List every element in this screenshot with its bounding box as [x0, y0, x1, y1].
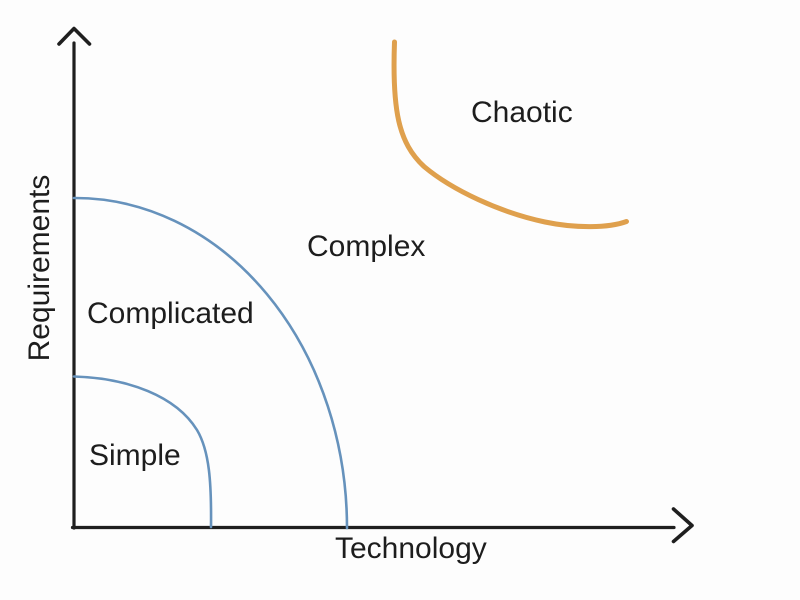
x-axis-arrowhead-icon [671, 507, 694, 544]
region-label-simple: Simple [89, 439, 181, 472]
region-label-complex: Complex [307, 230, 426, 263]
simple-complicated-boundary-arc [72, 375, 213, 529]
complicated-complex-boundary-arc [72, 196, 349, 530]
region-label-chaotic: Chaotic [471, 96, 573, 129]
y-axis-label: Requirements [23, 174, 56, 362]
x-axis-label: Technology [335, 532, 487, 565]
complex-chaotic-boundary-arc [391, 39, 629, 230]
y-axis-arrowhead-icon [57, 26, 92, 46]
region-label-complicated: Complicated [87, 297, 254, 330]
